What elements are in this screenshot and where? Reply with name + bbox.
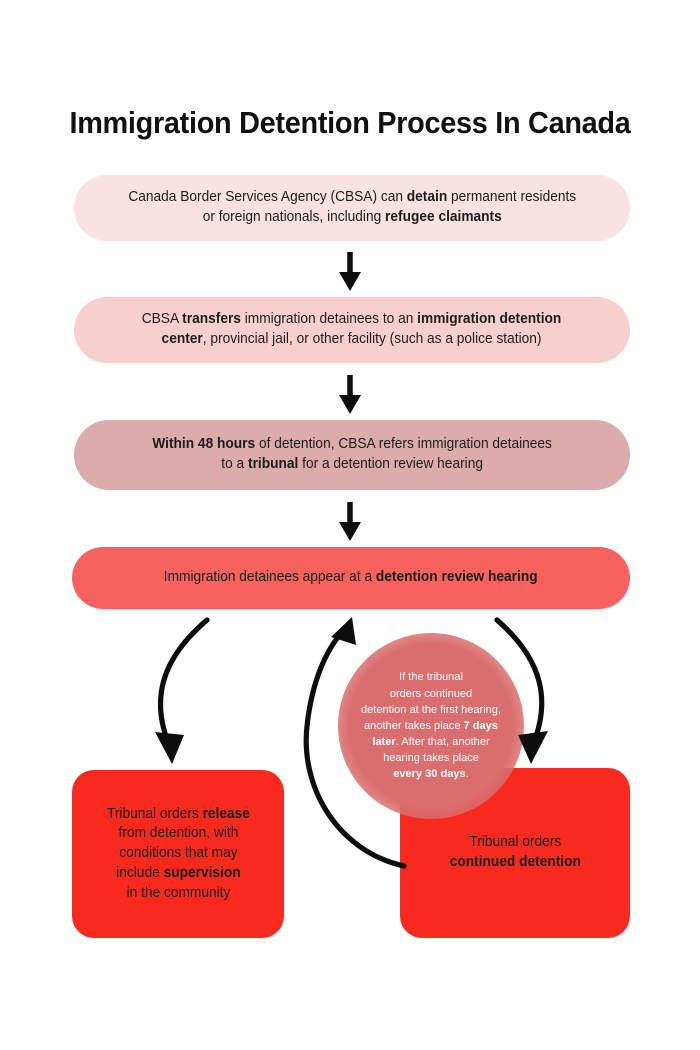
arrow-transfer-to-48hours <box>339 375 361 414</box>
cbsa-detain-step-label: Canada Border Services Agency (CBSA) can… <box>128 189 576 225</box>
cbsa-detain-step: Canada Border Services Agency (CBSA) can… <box>74 175 630 241</box>
page-title: Immigration Detention Process In Canada <box>69 104 631 140</box>
cbsa-transfer-step: CBSA transfers immigration detainees to … <box>74 297 630 363</box>
within-48-hours-step: Within 48 hours of detention, CBSA refer… <box>74 420 630 490</box>
within-48-hours-step-label: Within 48 hours of detention, CBSA refer… <box>152 436 552 472</box>
arrow-48hours-to-hearing <box>339 502 361 541</box>
detention-review-hearing-step-label: Immigration detainees appear at a detent… <box>164 569 538 586</box>
cbsa-transfer-step-label: CBSA transfers immigration detainees to … <box>142 311 562 347</box>
detention-review-hearing-step: Immigration detainees appear at a detent… <box>72 547 630 609</box>
arrow-detain-to-transfer <box>339 252 361 291</box>
arrow-hearing-to-release <box>155 617 210 764</box>
